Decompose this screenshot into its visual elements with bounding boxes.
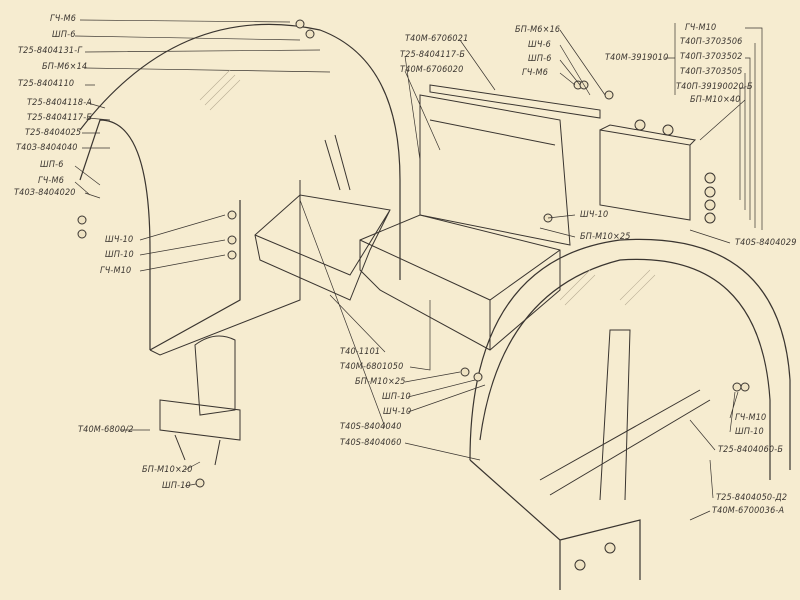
label-shch-6: ШЧ-6: [528, 40, 552, 50]
seat: [159, 335, 241, 466]
label-t40m-6800-2: Т40М-6800/2: [78, 425, 134, 435]
label-t40m-6700036-a: Т40М-6700036-А: [712, 506, 785, 516]
hatching: [199, 69, 656, 306]
label-mid-shch-10: ШЧ-10: [580, 210, 609, 220]
label-shp-6-lower: ШП-6: [40, 160, 64, 170]
label-t40s-8404040: Т40S-8404040: [340, 422, 402, 432]
label-t40z-8404020: Т40З-8404020: [14, 188, 76, 198]
label-gch-m6-lower: ГЧ-М6: [38, 176, 65, 186]
mudguard-bracket: [419, 94, 571, 246]
right-fender-stay: [539, 329, 711, 501]
label-t25-8404110: Т25-8404110: [18, 79, 75, 89]
battery-box: [254, 194, 391, 301]
label-t25-8404060-b: Т25-8404060-Б: [718, 445, 784, 455]
label-t40p-39190020-b: Т40П-39190020-Б: [676, 82, 753, 92]
label-right-gch-m10: ГЧ-М10: [735, 413, 767, 423]
label-bp-m6x14: БП-М6×14: [42, 62, 88, 72]
right-fender: [469, 238, 791, 590]
label-t25-8404117-b: Т25-8404117-Б: [27, 113, 93, 123]
label-t40m-6706021: Т40М-6706021: [405, 34, 469, 44]
label-shp-10: ШП-10: [105, 250, 134, 260]
label-right-shp-10: ШП-10: [735, 427, 764, 437]
label-t40s-8404029: Т40S-8404029: [735, 238, 797, 248]
label-t25-8404118-a: Т25-8404118-А: [27, 98, 93, 108]
label-gch-m6: ГЧ-М6: [50, 14, 77, 24]
label-t40m-6706020: Т40М-6706020: [400, 65, 464, 75]
fasteners: [77, 19, 750, 571]
label-t40s-8404060: Т40S-8404060: [340, 438, 402, 448]
label-t25-8404131-g: Т25-8404131-Г: [18, 46, 83, 56]
label-mid-bp-m10x25: БП-М10×25: [580, 232, 631, 242]
label-lamp-gch-m10: ГЧ-М10: [685, 23, 717, 33]
label-bp-m10x40: БП-М10×40: [690, 95, 741, 105]
label-center-shch-10: ШЧ-10: [383, 407, 412, 417]
pipe: [324, 134, 351, 191]
label-center-bp-m10x25: БП-М10×25: [355, 377, 406, 387]
leader-lines: [74, 19, 763, 521]
label-shch-10: ШЧ-10: [105, 235, 134, 245]
label-shp-6-top: ШП-6: [528, 54, 552, 64]
label-t40m-6801050: Т40М-6801050: [340, 362, 404, 372]
label-t40-1101: Т40-1101: [340, 347, 381, 357]
support-bar: [429, 84, 601, 119]
label-shp-6: ШП-6: [52, 30, 76, 40]
label-t25-8404050-d2: Т25-8404050-Д2: [716, 493, 788, 503]
left-fender-side: [149, 180, 301, 356]
label-t40p-3703506: Т40П-3703506: [680, 37, 743, 47]
label-bp-m10x20: БП-М10×20: [142, 465, 193, 475]
label-bp-m6x16: БП-М6×16: [515, 25, 561, 35]
label-t40m-3919010: Т40М-3919010: [605, 53, 669, 63]
label-t40p-3703502: Т40П-3703502: [680, 52, 743, 62]
label-t25-8404025: Т25-8404025: [25, 128, 82, 138]
label-seat-shp-10: ШП-10: [162, 481, 191, 491]
label-t40z-8404040: Т40З-8404040: [16, 143, 78, 153]
label-t25-8404117-b-top: Т25-8404117-Б: [400, 50, 466, 60]
left-fender: [79, 23, 401, 351]
tool-box: [359, 214, 561, 351]
label-gch-m10: ГЧ-М10: [100, 266, 132, 276]
label-t40p-3703505: Т40П-3703505: [680, 67, 743, 77]
label-center-shp-10: ШП-10: [382, 392, 411, 402]
label-gch-m6-top: ГЧ-М6: [522, 68, 549, 78]
rear-lamp: [599, 124, 697, 221]
